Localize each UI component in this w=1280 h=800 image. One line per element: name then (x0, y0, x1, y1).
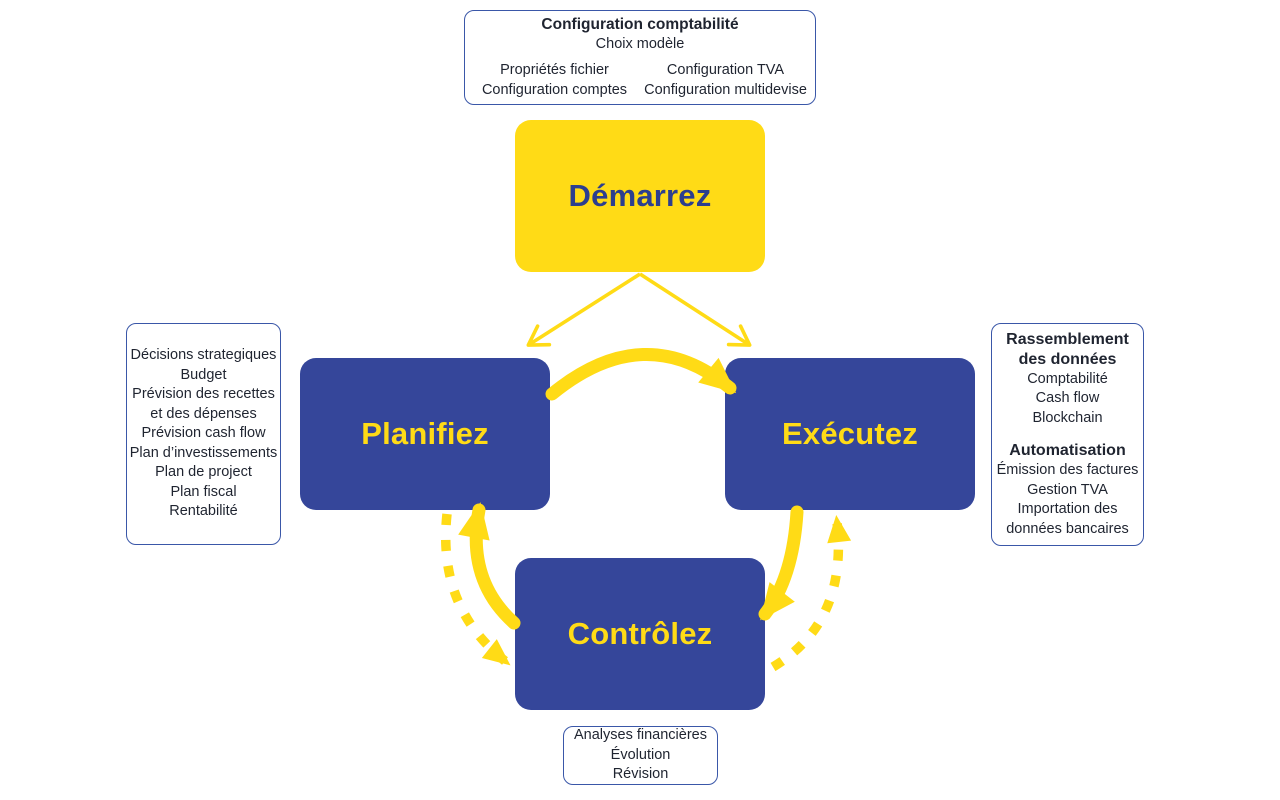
text-line: Analyses financières (574, 727, 707, 744)
text-line: Rentabilité (169, 503, 238, 520)
text-line: Gestion TVA (1027, 481, 1108, 498)
arrow-execute-to-control-icon (758, 505, 804, 621)
note-configuration: Configuration comptabilité Choix modèle … (464, 10, 816, 105)
node-controlez: Contrôlez (515, 558, 765, 710)
text-line: Plan d’investissements (129, 444, 278, 461)
text-line: Propriétés fichier (500, 62, 609, 79)
node-demarrez: Démarrez (515, 120, 765, 272)
arrow-start-to-execute-icon (639, 272, 752, 347)
text-line: Budget (180, 366, 227, 383)
text-line: Plan fiscal (170, 483, 237, 500)
text-line: Évolution (610, 746, 671, 763)
text-line: Comptabilité (1027, 370, 1108, 387)
arrow-control-to-execute-dashed-icon (770, 515, 852, 672)
text-line: Blockchain (1032, 409, 1103, 426)
note-column-right: Configuration TVA Configuration multidevi… (640, 61, 811, 100)
node-label: Exécutez (782, 416, 918, 451)
text-line: Configuration TVA (666, 62, 785, 79)
text-line: Prévision des recettes (132, 386, 275, 403)
note-subtitle: Choix modèle (595, 35, 685, 52)
arrow-control-to-plan-icon (458, 502, 521, 630)
text-line: Importation des (1017, 501, 1118, 518)
text-line: Révision (612, 766, 669, 783)
arrow-plan-to-control-dashed-icon (440, 513, 511, 666)
text-line: Configuration multidevise (644, 81, 807, 98)
text-line: Plan de project (155, 464, 252, 481)
note-title: Configuration comptabilité (541, 15, 739, 33)
arrow-start-to-plan-icon (526, 272, 641, 347)
node-label: Planifiez (361, 416, 489, 451)
text-line: Configuration comptes (481, 81, 628, 98)
text-line: Prévision cash flow (141, 425, 266, 442)
text-line: données bancaires (1006, 520, 1129, 537)
text-line: Décisions strategiques (130, 347, 277, 364)
text-line: Cash flow (1035, 390, 1100, 407)
node-planifiez: Planifiez (300, 358, 550, 510)
node-executez: Exécutez (725, 358, 975, 510)
node-label: Contrôlez (567, 616, 713, 651)
text-line: et des dépenses (150, 405, 257, 422)
text-line: Émission des factures (996, 462, 1139, 479)
arrow-plan-to-execute-icon (545, 347, 737, 401)
note-section-title: Automatisation (1009, 442, 1126, 460)
note-section-title: Rassemblement des données (1006, 330, 1129, 368)
node-label: Démarrez (568, 178, 712, 213)
